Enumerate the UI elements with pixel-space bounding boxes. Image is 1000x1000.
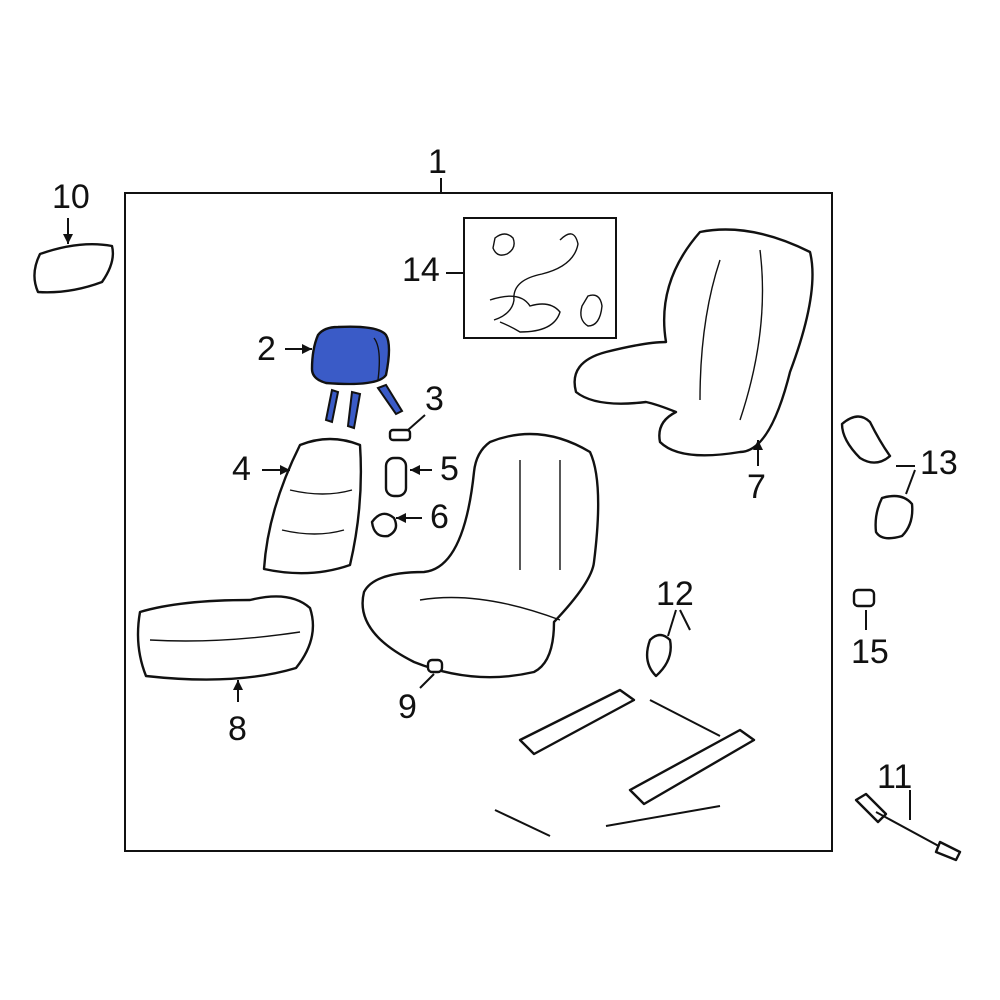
callout-10: 10: [52, 178, 90, 216]
part-13-covers[interactable]: [840, 415, 916, 540]
seat-track: [494, 688, 756, 837]
part-15-cap[interactable]: [852, 588, 876, 630]
callout-13: 13: [920, 444, 958, 482]
callout-5: 5: [440, 450, 459, 488]
part-6-bracket[interactable]: [370, 512, 422, 538]
callout-6: 6: [430, 498, 449, 536]
seat-frame: [361, 432, 600, 679]
callout-14: 14: [402, 251, 440, 289]
callout-3: 3: [425, 380, 444, 418]
assembly-frame: [124, 192, 833, 852]
part-2-headrest[interactable]: [285, 325, 404, 430]
part-14-wiring-harness[interactable]: [446, 217, 617, 339]
part-10-trim-cover[interactable]: [33, 218, 115, 294]
part-3-headrest-guide[interactable]: [388, 414, 426, 442]
callout-2: 2: [257, 330, 276, 368]
part-5-cover[interactable]: [384, 456, 432, 498]
callout-12: 12: [656, 575, 694, 613]
part-9-clip[interactable]: [419, 658, 444, 689]
callout-4: 4: [232, 450, 251, 488]
callout-1: 1: [428, 143, 447, 181]
callout-8: 8: [228, 710, 247, 748]
part-7-seatback-frame[interactable]: [573, 228, 814, 467]
part-4-seatback-cushion[interactable]: [262, 437, 363, 575]
part-8-seat-cushion[interactable]: [136, 595, 315, 702]
part-12-brackets[interactable]: [645, 609, 691, 678]
callout-9: 9: [398, 688, 417, 726]
callout-7: 7: [747, 468, 766, 506]
callout-15: 15: [851, 633, 889, 671]
part-11-cable[interactable]: [854, 790, 962, 862]
callout-11: 11: [877, 758, 913, 796]
